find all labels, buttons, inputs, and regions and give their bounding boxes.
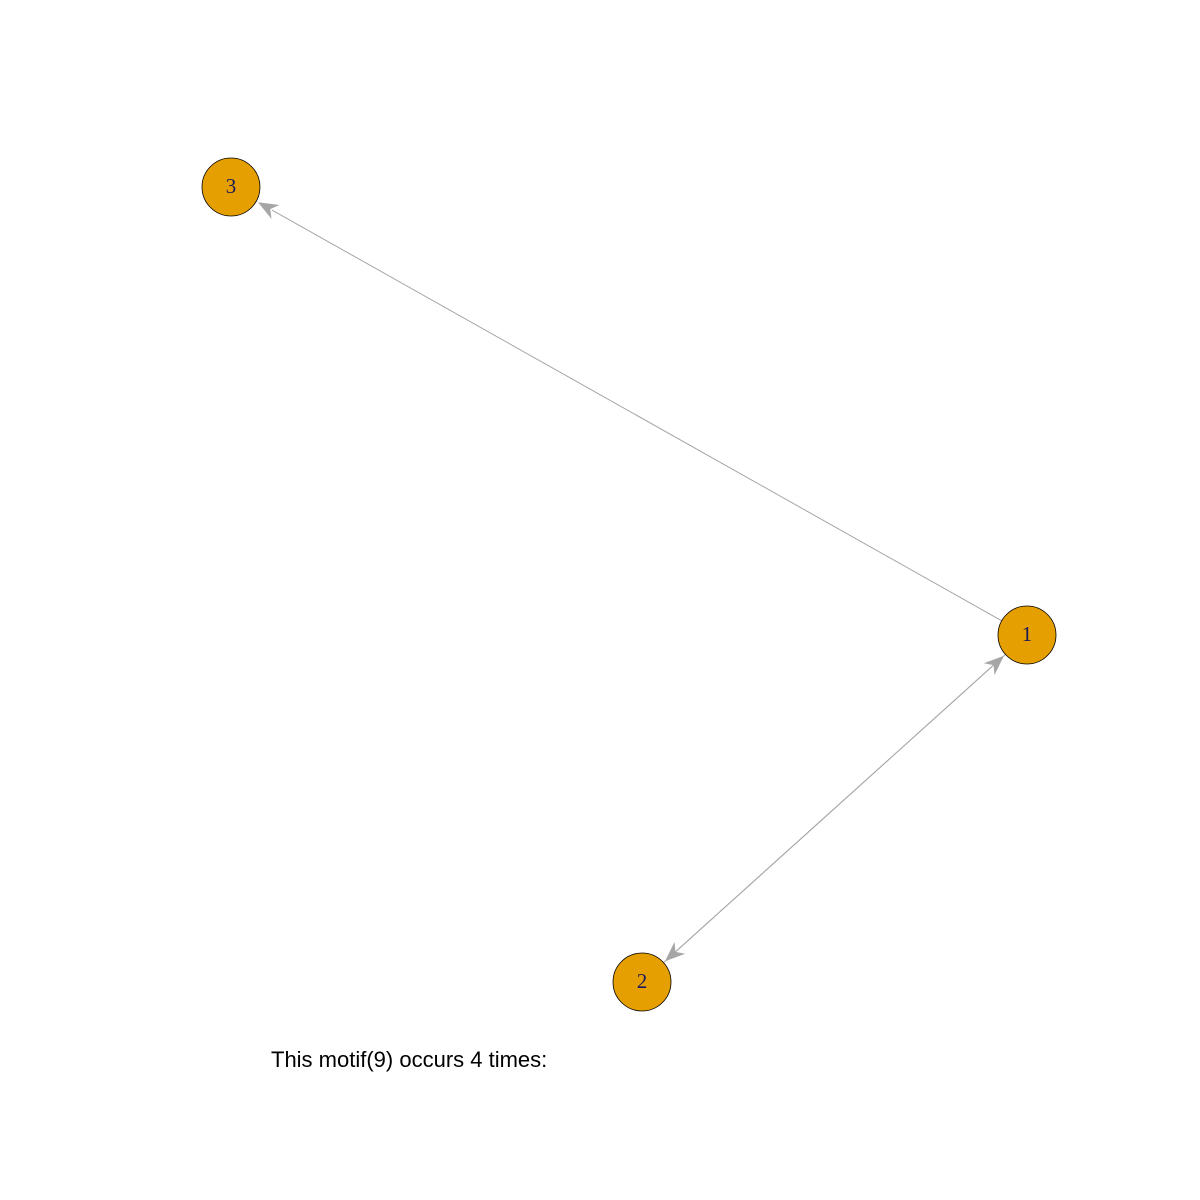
edge-line (271, 209, 1002, 622)
node-circle (997, 605, 1057, 665)
motif-caption: This motif(9) occurs 4 times: (271, 1047, 548, 1072)
arrowhead-icon (983, 655, 1004, 676)
node-circle (201, 157, 261, 217)
node-3: 3 (201, 157, 261, 217)
arrowhead-icon (258, 202, 280, 219)
node-label: 1 (1022, 622, 1033, 646)
nodes-layer: 1 2 3 (201, 157, 1057, 1012)
node-label: 3 (226, 174, 237, 198)
edge-2-to-1 (663, 655, 1004, 963)
node-label: 2 (637, 969, 648, 993)
node-1: 1 (997, 605, 1057, 665)
node-2: 2 (612, 952, 672, 1012)
edges-layer (258, 202, 1006, 963)
edge-1-to-3 (258, 202, 1002, 622)
node-circle (612, 952, 672, 1012)
edge-line (663, 666, 993, 963)
